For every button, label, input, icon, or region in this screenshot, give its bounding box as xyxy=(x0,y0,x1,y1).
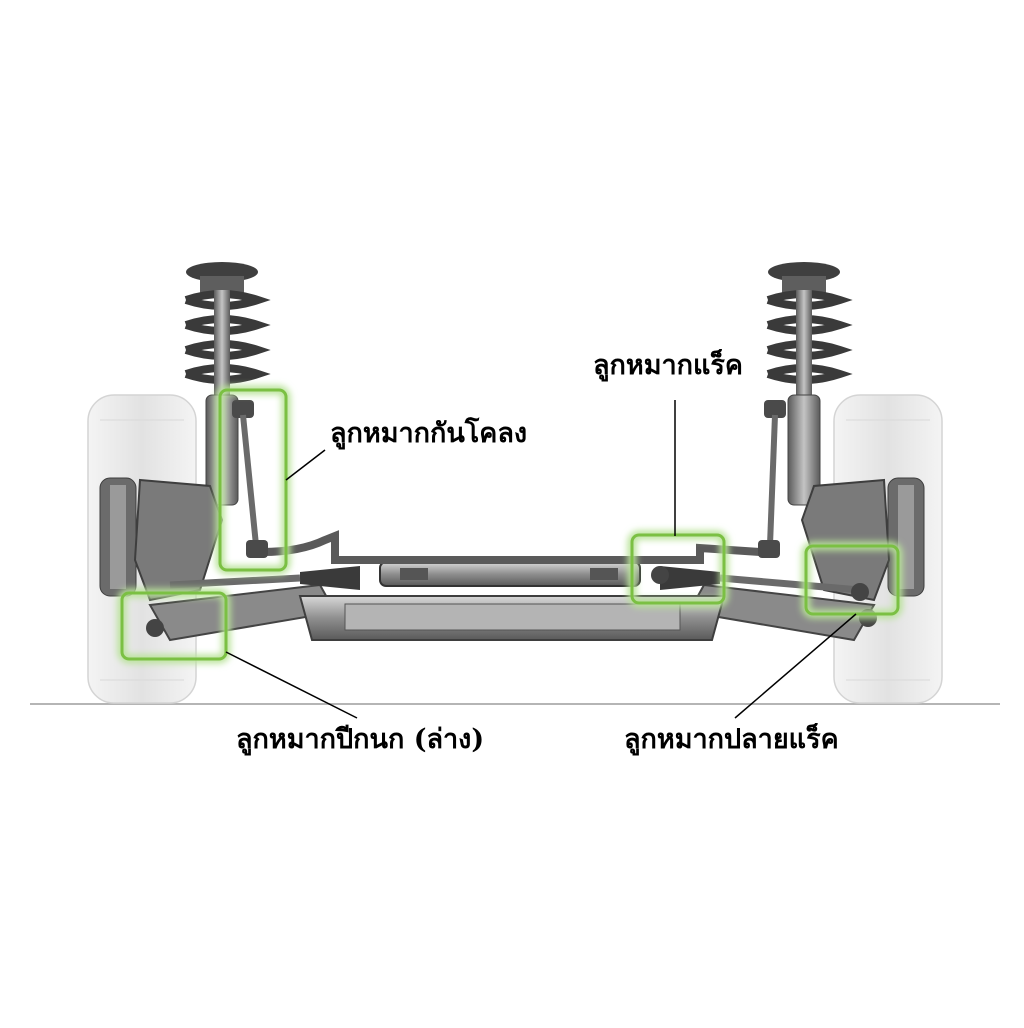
left-brake-disc xyxy=(99,477,137,597)
subframe xyxy=(298,595,726,641)
label-stabilizer-link: ลูกหมากกันโคลง xyxy=(330,418,528,449)
label-tie-rod-end: ลูกหมากปลายแร็ค xyxy=(624,724,839,755)
label-lower-arm-ball-joint: ลูกหมากปีกนก (ล่าง) xyxy=(236,724,485,755)
left-rack-boot xyxy=(300,566,360,590)
right-rack-boot xyxy=(660,566,720,590)
steering-rack xyxy=(379,561,641,587)
right-strut xyxy=(766,262,853,506)
highlight-rack-end xyxy=(627,530,729,608)
highlight-lower-arm-ball-joint xyxy=(117,588,231,664)
right-tie-rod xyxy=(719,574,861,594)
left-tie-rod xyxy=(169,574,301,589)
leader-line-tie-rod-end xyxy=(734,613,857,719)
right-stabilizer-link xyxy=(758,400,786,558)
right-tie-rod-end-joint xyxy=(851,583,869,601)
left-lower-ball-joint xyxy=(146,619,164,637)
left-stabilizer-link xyxy=(232,400,268,558)
leader-line-stabilizer-link xyxy=(285,449,326,481)
stabilizer-bar xyxy=(261,530,761,564)
leader-line-lower-arm-ball-joint xyxy=(225,651,358,719)
right-rack-end-joint xyxy=(651,566,669,584)
label-rack-end: ลูกหมากแร็ค xyxy=(593,350,743,381)
right-brake-disc xyxy=(887,477,925,597)
highlight-tie-rod-end xyxy=(801,541,903,619)
right-knuckle xyxy=(800,478,891,602)
